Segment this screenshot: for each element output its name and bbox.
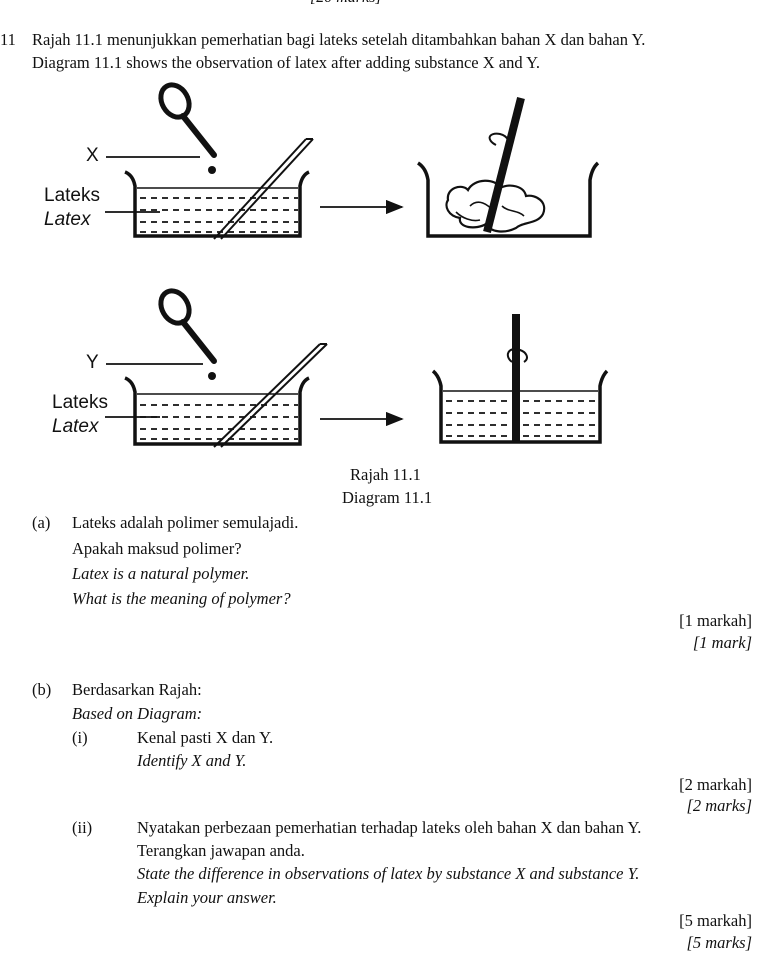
part-b-ii-marks-ms: [5 markah] xyxy=(679,911,752,930)
label-lateks-bottom: Lateks xyxy=(52,392,108,413)
label-x: X xyxy=(86,145,99,166)
part-b-ii-line1: Nyatakan perbezaan pemerhatian terhadap … xyxy=(137,818,642,837)
label-lateks-top: Lateks xyxy=(44,185,100,206)
question-number: 11 xyxy=(0,30,16,49)
part-a-line4: What is the meaning of polymer? xyxy=(72,589,291,608)
top-marks-fragment: [20 marks] xyxy=(310,0,382,8)
part-a-marks-en: [1 mark] xyxy=(692,633,752,652)
part-b-line2: Based on Diagram: xyxy=(72,704,203,723)
glass-rod-x xyxy=(213,138,314,240)
beaker-x-before xyxy=(124,170,310,238)
part-b-ii-line4: Explain your answer. xyxy=(137,888,277,907)
part-b-ii-line3: State the difference in observations of … xyxy=(137,864,640,883)
part-a-line2: Apakah maksud polimer? xyxy=(72,539,242,558)
caption-english: Diagram 11.1 xyxy=(342,488,433,507)
part-b-i-marks-ms: [2 markah] xyxy=(679,775,752,794)
part-b-i-label: (i) xyxy=(72,728,88,747)
glass-rod-x-after xyxy=(483,97,525,233)
part-a-line1: Lateks adalah polimer semulajadi. xyxy=(72,513,299,532)
intro-english: Diagram 11.1 shows the observation of la… xyxy=(32,53,541,72)
glass-rod-y xyxy=(213,343,328,448)
part-b-i-marks-en: [2 marks] xyxy=(686,796,752,815)
label-y: Y xyxy=(86,352,99,373)
part-b-i-line2: Identify X and Y. xyxy=(137,751,247,770)
label-latex-top: Latex xyxy=(44,209,91,230)
spoon-x xyxy=(158,82,217,174)
part-a-label: (a) xyxy=(32,513,51,532)
part-b-line1: Berdasarkan Rajah: xyxy=(72,680,202,699)
part-b-ii-line2: Terangkan jawapan anda. xyxy=(137,841,305,860)
beaker-y-after xyxy=(431,369,609,444)
latex-diagram xyxy=(105,82,609,448)
beaker-x-after xyxy=(416,161,600,238)
part-b-ii-marks-en: [5 marks] xyxy=(686,933,752,952)
part-b-i-line1: Kenal pasti X dan Y. xyxy=(137,728,274,747)
part-b-label: (b) xyxy=(32,680,52,699)
intro-malay: Rajah 11.1 menunjukkan pemerhatian bagi … xyxy=(32,30,646,49)
part-b-ii-label: (ii) xyxy=(72,818,93,837)
part-a-marks-ms: [1 markah] xyxy=(679,611,752,630)
part-a-line3: Latex is a natural polymer. xyxy=(72,564,250,583)
caption-malay: Rajah 11.1 xyxy=(350,465,421,484)
label-latex-bottom: Latex xyxy=(52,416,99,437)
spoon-y xyxy=(158,288,217,380)
glass-rod-y-after xyxy=(506,314,528,442)
